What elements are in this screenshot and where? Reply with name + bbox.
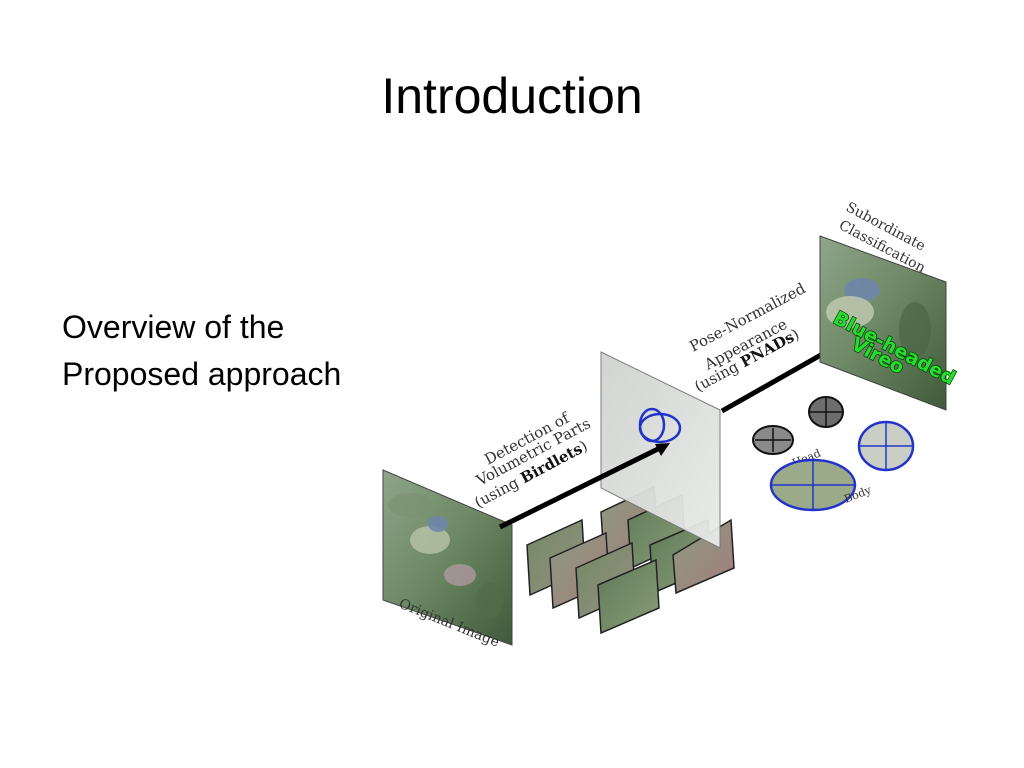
head-parts [752, 396, 844, 455]
arrow-detection-head [655, 443, 670, 456]
original-image-panel [382, 469, 513, 646]
slide-caption: Overview of the Proposed approach [62, 304, 341, 398]
body-parts [769, 420, 915, 512]
detection-label: Detection of Volumetric Parts (using Bir… [471, 408, 593, 511]
caption-line-2: Proposed approach [62, 356, 342, 392]
arrow-detection [498, 444, 664, 530]
slide-title: Introduction [381, 68, 643, 124]
caption-line-1: Overview of the [62, 309, 285, 345]
birdlet-body-outline [638, 407, 666, 443]
classification-result-panel [819, 235, 947, 411]
pose-label: Pose-Normalized Appearance (using PNADs) [686, 279, 808, 395]
